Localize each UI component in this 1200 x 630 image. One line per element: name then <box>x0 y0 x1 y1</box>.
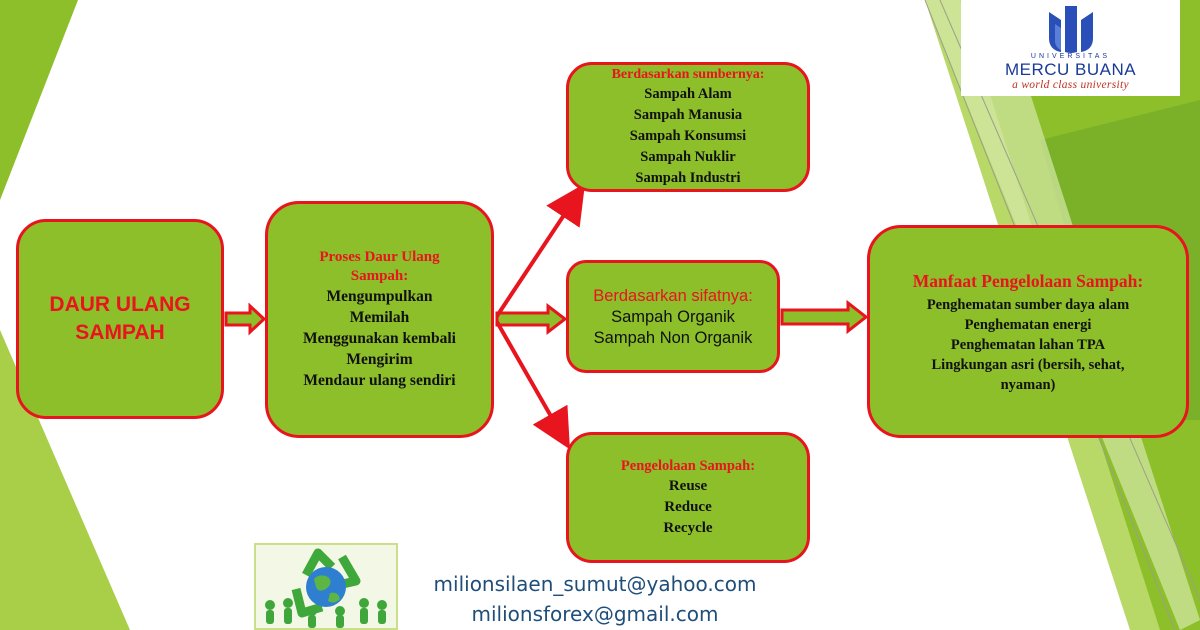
list-item: Penghematan lahan TPA <box>950 336 1106 353</box>
list-item: Reuse <box>668 478 708 494</box>
contact-email-gmail[interactable]: milionsforex@gmail.com <box>471 602 719 626</box>
list-item: Penghematan energi <box>964 316 1092 333</box>
list-item: Mengirim <box>346 351 413 368</box>
recycle-globe-icon <box>265 548 387 628</box>
list-item: Sampah Manusia <box>633 106 743 123</box>
list-item: nyaman) <box>1000 376 1056 393</box>
manfaat-pengelolaan-box: Manfaat Pengelolaan Sampah: Penghematan … <box>867 225 1189 438</box>
pengelolaan-sampah-box: Pengelolaan Sampah: Reuse Reduce Recycle <box>566 432 810 563</box>
list-item: Mengumpulkan <box>326 288 433 305</box>
list-item: Memilah <box>349 309 410 326</box>
sumber-title: Berdasarkan sumbernya: <box>611 66 765 82</box>
arrow-proses-to-pengelolaan <box>495 321 570 450</box>
manfaat-title: Manfaat Pengelolaan Sampah: <box>912 270 1144 291</box>
arrow-proses-to-sifat <box>495 302 568 336</box>
logo-name: MERCU BUANA <box>1004 60 1137 79</box>
proses-title-line2: Sampah: <box>350 268 409 284</box>
logo-tagline: a world class university <box>1012 79 1129 91</box>
daur-ulang-sampah-box: DAUR ULANG SAMPAH <box>16 219 224 419</box>
main-label-line2: SAMPAH <box>75 321 165 344</box>
logo-small-text: UNIVERSITAS <box>1030 53 1111 60</box>
list-item: Reduce <box>664 499 712 515</box>
proses-title-line1: Proses Daur Ulang <box>319 249 440 265</box>
university-logo: UNIVERSITAS MERCU BUANA a world class un… <box>961 0 1180 96</box>
list-item: Penghematan sumber daya alam <box>926 296 1130 313</box>
list-item: Sampah Konsumsi <box>629 127 747 144</box>
list-item: Sampah Industri <box>635 169 741 186</box>
arrow-main-to-proses <box>224 302 267 336</box>
list-item: Mendaur ulang sendiri <box>303 372 456 389</box>
berdasarkan-sumber-box: Berdasarkan sumbernya: Sampah Alam Sampa… <box>566 62 810 192</box>
list-item: Sampah Alam <box>644 85 732 102</box>
list-item: Lingkungan asri (bersih, sehat, <box>931 356 1125 373</box>
recycle-illustration <box>254 543 398 630</box>
contact-email-yahoo[interactable]: milionsilaen_sumut@yahoo.com <box>433 572 757 596</box>
proses-daur-ulang-box: Proses Daur Ulang Sampah: Mengumpulkan M… <box>265 201 494 438</box>
mercu-buana-logo-icon <box>1049 6 1093 53</box>
arrow-sifat-to-manfaat <box>780 299 869 335</box>
main-label-line1: DAUR ULANG <box>49 293 191 316</box>
list-item: Sampah Nuklir <box>640 148 736 165</box>
pengelolaan-title: Pengelolaan Sampah: <box>620 458 756 474</box>
sifat-title: Berdasarkan sifatnya: <box>593 286 753 305</box>
list-item: Sampah Non Organik <box>593 328 753 347</box>
list-item: Sampah Organik <box>611 307 735 326</box>
arrow-proses-to-sumber <box>495 183 586 318</box>
list-item: Recycle <box>663 520 713 536</box>
list-item: Menggunakan kembali <box>303 330 456 347</box>
berdasarkan-sifat-box: Berdasarkan sifatnya: Sampah Organik Sam… <box>566 260 780 373</box>
